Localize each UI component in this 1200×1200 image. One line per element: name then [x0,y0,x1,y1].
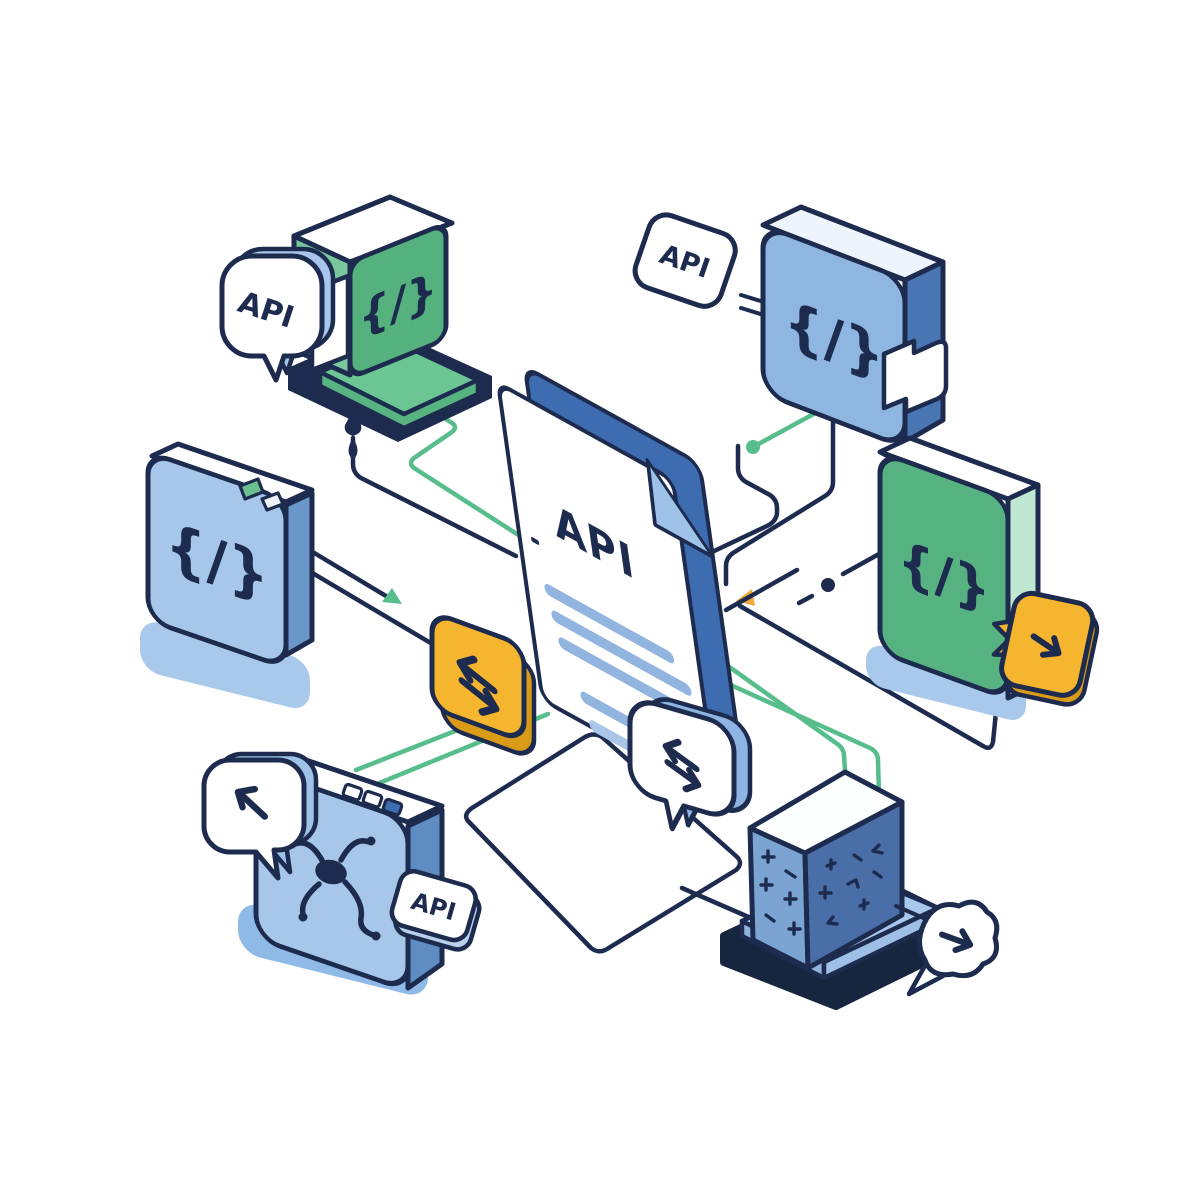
left-service-line-2 [301,565,437,648]
bidirectional-arrows-icon [662,738,702,793]
server-block [720,769,1000,1010]
platform-diamond [463,732,743,954]
response-bubble [906,899,1000,997]
dash-dot-dot [821,578,835,592]
block-front-face-group: {/} [347,225,449,377]
arrow-right-icon [1030,633,1062,658]
plus-grid-icon [759,843,884,936]
tag-body [632,212,738,309]
document-folded-corner [645,457,715,560]
green-line-doc-to-server-1 [697,643,849,787]
exchange-bubble [627,697,753,832]
green-arrowhead [382,588,402,604]
text-line [558,637,690,718]
request-bubble [201,751,319,881]
cube-top-face [747,769,905,856]
block-front-face [145,455,289,664]
bubble-body [627,700,737,832]
right-service: {/} [866,435,1100,720]
arrow-right-icon [938,928,974,954]
top-right-service: {/} API [632,204,949,445]
navy-elbow-topleft-to-document [350,435,519,559]
block-right-face [283,490,315,658]
navy-crossing-diagonal [723,567,800,613]
arrow-left-icon [234,785,268,820]
block-shadow [140,622,310,709]
navy-up-arrowhead [344,410,362,436]
indicator-square [341,782,364,802]
indicator-light-white [260,491,285,512]
text-line [551,610,692,696]
bidirectional-arrows-icon [456,655,500,716]
block-front-face-group: {/} [760,229,908,443]
left-service: {/} [140,441,315,709]
shadow-group [866,645,1026,720]
navy-elbow-topright-service [723,397,836,587]
network-service: API [201,751,482,995]
document-dash [531,537,540,545]
exchange-badge [429,615,537,756]
network-graph-icon [287,836,381,941]
green-line-doc-to-server-2 [699,669,882,799]
text-line [544,584,675,664]
api-tag: API [632,212,738,309]
api-tag: API [389,869,482,952]
tag-body [389,869,478,943]
green-zigzag-line [396,386,523,539]
bubble-body [201,757,307,881]
navy-s-path [707,443,780,556]
block-shadow [866,645,1026,720]
navy-long-diagonal [737,603,999,751]
api-speech-bubble: API [219,246,336,383]
base-pointer [348,438,358,460]
bubble-body [219,253,325,383]
indicator-square [361,789,384,809]
indicator-square-dark [381,797,404,817]
top-left-service: {/} API [219,194,492,460]
network-hub-node [315,859,347,885]
block-front-face-group: {/} [877,455,1011,695]
dash-dot-segment-2 [796,593,815,606]
block-front-face [877,455,1011,695]
shadow-group [140,622,310,709]
ribbon-banner [881,338,949,415]
response-tag [991,590,1100,707]
green-line-dot [746,440,760,454]
left-service-line-1 [303,545,389,599]
indicator-light-green [238,477,265,501]
block-front-face-group: {/} [145,455,289,664]
